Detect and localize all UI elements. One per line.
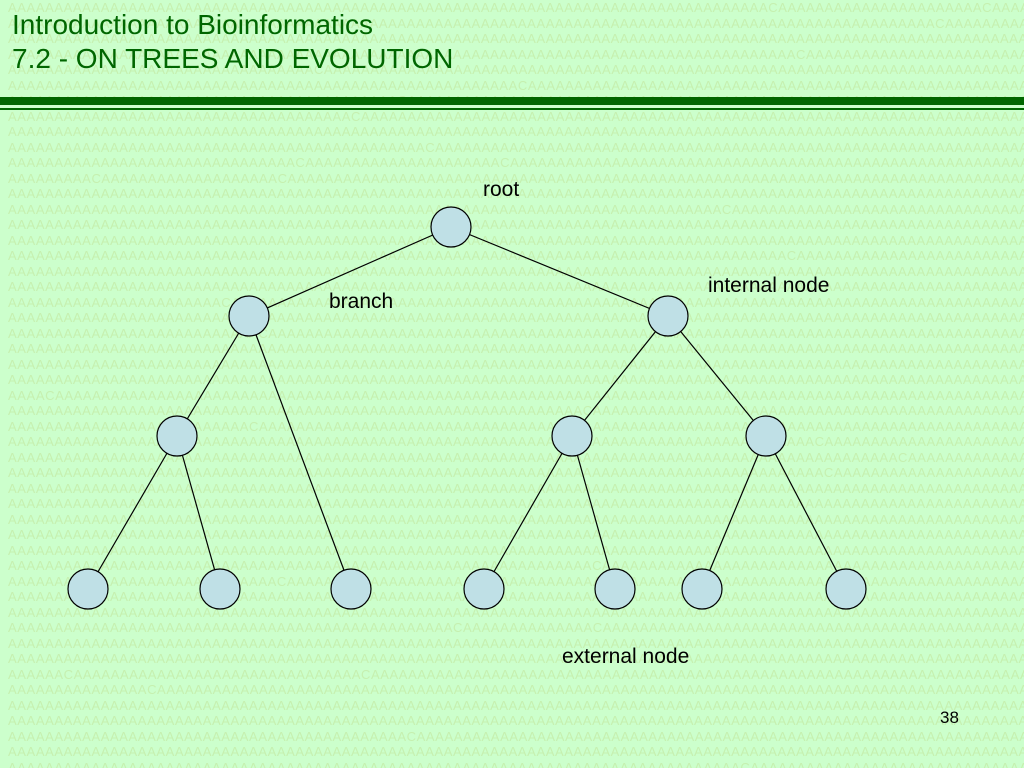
edge-midchild-leaf4 bbox=[483, 435, 573, 590]
edge-rightchild-leaf6 bbox=[701, 435, 767, 590]
external-node-4 bbox=[463, 568, 505, 610]
edge-midchild-leaf5 bbox=[571, 435, 616, 590]
external-node-7 bbox=[825, 568, 867, 610]
root-node bbox=[430, 206, 472, 248]
slide-title: Introduction to Bioinformatics 7.2 - ON … bbox=[12, 8, 453, 76]
tree-nodes bbox=[67, 206, 867, 610]
edge-leftchild-leaf2 bbox=[176, 435, 221, 590]
edge-left-leaf3 bbox=[248, 315, 352, 590]
label-branch: branch bbox=[329, 290, 393, 313]
internal-node-left bbox=[228, 295, 270, 337]
edge-left-leftchild bbox=[176, 315, 250, 437]
edge-root-right bbox=[450, 226, 669, 317]
internal-node-left-child bbox=[156, 415, 198, 457]
edge-right-midchild bbox=[571, 315, 669, 437]
label-external-node: external node bbox=[562, 645, 689, 668]
label-internal-node: internal node bbox=[708, 274, 829, 297]
edge-root-left bbox=[248, 226, 452, 317]
external-node-6 bbox=[681, 568, 723, 610]
external-node-2 bbox=[199, 568, 241, 610]
tree-edges bbox=[87, 226, 847, 590]
internal-node-mid-child bbox=[551, 415, 593, 457]
title-rule-thin bbox=[0, 108, 1024, 110]
page-number: 38 bbox=[940, 708, 959, 727]
title-line-1: Introduction to Bioinformatics bbox=[12, 9, 374, 40]
external-node-1 bbox=[67, 568, 109, 610]
external-node-3 bbox=[330, 568, 372, 610]
label-root: root bbox=[483, 178, 519, 201]
title-line-2: 7.2 - ON TREES AND EVOLUTION bbox=[12, 43, 454, 74]
internal-node-right-child bbox=[745, 415, 787, 457]
edge-right-rightchild bbox=[667, 315, 767, 437]
internal-node-right bbox=[647, 295, 689, 337]
edge-rightchild-leaf7 bbox=[765, 435, 847, 590]
edge-leftchild-leaf1 bbox=[87, 435, 178, 590]
external-node-5 bbox=[594, 568, 636, 610]
title-rule-thick bbox=[0, 97, 1024, 105]
